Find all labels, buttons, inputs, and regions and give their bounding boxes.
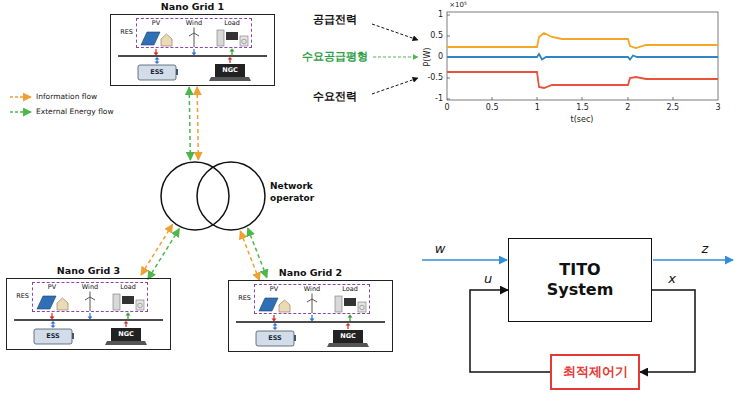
- legend-text: Information flow: [36, 93, 97, 101]
- signal-name: x: [668, 272, 676, 286]
- plot-axes: [447, 12, 718, 100]
- node-text: Load: [333, 285, 367, 293]
- curve-callout: 수요공급평형: [302, 51, 368, 63]
- ngc-laptop: NGC: [328, 330, 368, 348]
- leader-arrow: [372, 24, 418, 40]
- node-text: PV: [139, 19, 173, 27]
- node-text: Load: [215, 19, 249, 27]
- curve-callout: 수요전력: [313, 91, 357, 103]
- nanogrid-box: Nano Grid 3 RES PV Wind LoadESS NGC: [6, 265, 171, 350]
- ess-battery: ESS: [254, 330, 296, 347]
- network-operator: Network operator: [158, 158, 333, 234]
- res-group: RES PV Wind Load: [10, 282, 148, 312]
- tick-label: 1.5: [576, 104, 589, 113]
- controller-box: 최적제어기: [550, 354, 640, 390]
- wind-unit: Wind: [295, 285, 329, 313]
- pv-unit: PV: [35, 283, 69, 311]
- tick-label: 0: [444, 104, 449, 113]
- node-text: NGC: [328, 330, 368, 343]
- nanogrid-box: Nano Grid 2 RES PV Wind LoadESS NGC: [228, 267, 393, 352]
- wind-unit: Wind: [73, 283, 107, 311]
- node-text: ESS: [136, 64, 178, 81]
- operator-circle: [161, 162, 229, 230]
- tick-label: 2.5: [666, 104, 679, 113]
- load-unit: Load: [215, 19, 249, 47]
- node-text: RES: [10, 282, 29, 300]
- tick-label: 3: [715, 104, 720, 113]
- node-text: Nano Grid 2: [228, 267, 393, 279]
- node-text: RES: [114, 18, 133, 36]
- node-text: ESS: [32, 328, 74, 345]
- grid-illustration: [118, 28, 267, 82]
- node-text: Load: [111, 283, 145, 291]
- signal-name: u: [484, 272, 492, 286]
- node-text: Wind: [177, 19, 211, 27]
- signal-name: w: [435, 242, 446, 256]
- tick-label: -1: [435, 95, 443, 104]
- tick-label: 2: [625, 104, 630, 113]
- load-unit: Load: [333, 285, 367, 313]
- node-text: NGC: [106, 328, 146, 341]
- ngc-laptop: NGC: [106, 328, 146, 346]
- pv-unit: PV: [257, 285, 291, 313]
- tick-label: 0: [438, 53, 443, 62]
- node-text: Nano Grid 3: [6, 265, 171, 277]
- signal-arrow: [653, 259, 733, 261]
- flow-connector: [148, 229, 180, 280]
- plot-scale: ×10⁵: [449, 2, 467, 10]
- axis-title: P(W): [424, 48, 433, 67]
- tick-label: 0.5: [430, 32, 443, 41]
- ess-battery: ESS: [32, 328, 74, 345]
- ngc-laptop: NGC: [210, 64, 250, 82]
- pv-unit: PV: [139, 19, 173, 47]
- node-text: PV: [257, 285, 291, 293]
- curve-callout: 공급전력: [313, 14, 357, 26]
- flow-connector: [240, 231, 259, 281]
- res-group: RES PV Wind Load: [114, 18, 252, 48]
- tick-label: 1: [438, 11, 443, 20]
- supply-curve: [447, 33, 718, 48]
- node-text: Nano Grid 1: [110, 1, 275, 13]
- node-text: ESS: [254, 330, 296, 347]
- load-unit: Load: [111, 283, 145, 311]
- node-text: TITO System: [535, 260, 625, 300]
- legend-sample: [10, 96, 31, 98]
- node-text: 최적제어기: [563, 365, 628, 380]
- ess-battery: ESS: [136, 64, 178, 81]
- signal-name: z: [702, 242, 709, 256]
- node-text: Network operator: [270, 158, 332, 204]
- signal-arrow: [422, 259, 507, 261]
- flow-connector: [197, 87, 198, 160]
- node-text: NGC: [210, 64, 250, 77]
- legend-text: External Energy flow: [36, 108, 114, 116]
- leader-arrow: [373, 57, 418, 58]
- node-text: RES: [232, 284, 251, 302]
- node-text: PV: [35, 283, 69, 291]
- node-text: Wind: [73, 283, 107, 291]
- legend-sample: [10, 111, 31, 113]
- system-box: TITO System: [508, 238, 652, 322]
- balance-curve: [447, 54, 718, 60]
- node-text: Wind: [295, 285, 329, 293]
- res-group: RES PV Wind Load: [232, 284, 370, 314]
- nanogrid-box: Nano Grid 1 RES PV Wind LoadESS NGC: [110, 1, 275, 86]
- flow-connector: [248, 228, 267, 277]
- wind-unit: Wind: [177, 19, 211, 47]
- demand-curve: [447, 72, 718, 88]
- axis-title: t(sec): [571, 116, 594, 125]
- tick-label: 1: [535, 104, 540, 113]
- operator-circle: [197, 162, 265, 230]
- tick-label: -0.5: [427, 74, 443, 83]
- leader-arrow: [372, 78, 418, 94]
- grid-illustration: [236, 294, 385, 348]
- flow-connector: [189, 87, 190, 160]
- tick-label: 0.5: [486, 104, 499, 113]
- grid-illustration: [14, 292, 163, 346]
- flow-connector: [141, 224, 173, 275]
